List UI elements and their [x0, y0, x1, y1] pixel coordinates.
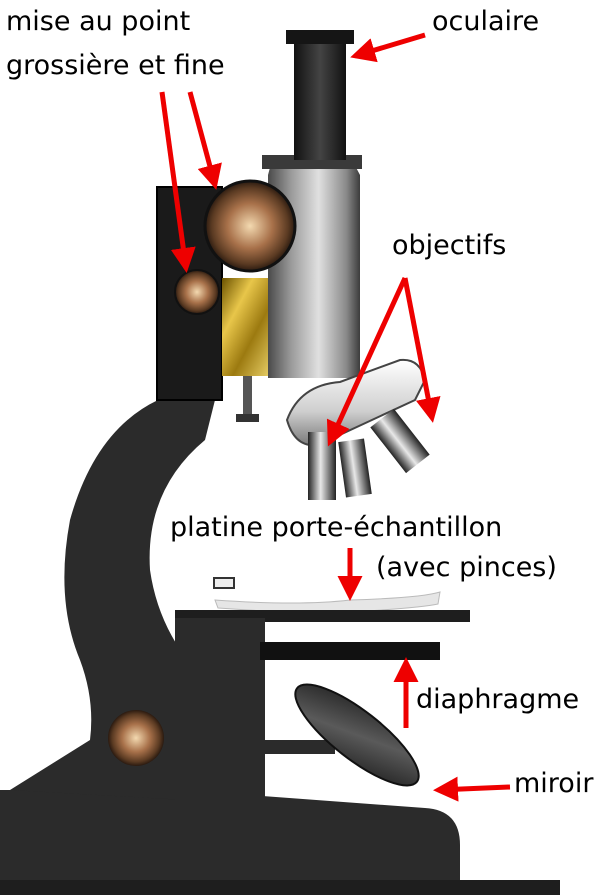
fine-focus-knob	[175, 270, 219, 314]
diaphragm-plate	[260, 642, 440, 660]
label-focus-line1: mise au point	[6, 8, 190, 35]
tilt-knob	[108, 710, 164, 766]
mirror-disc	[282, 669, 431, 800]
label-stage-line1: platine porte-échantillon	[170, 514, 502, 541]
objective-middle	[338, 438, 372, 497]
eyepiece-rim	[286, 30, 354, 44]
brass-rack	[222, 278, 274, 376]
mirror-arm	[265, 740, 335, 754]
coarse-focus-knob	[205, 181, 295, 271]
label-objectives: objectifs	[392, 232, 506, 259]
arrow-eyepiece	[355, 35, 425, 56]
focus-screw	[243, 376, 252, 418]
label-mirror: miroir	[514, 770, 593, 797]
objective-right	[370, 409, 429, 473]
label-eyepiece: oculaire	[432, 8, 539, 35]
focus-screw-head	[236, 414, 259, 422]
slide-clip	[215, 592, 440, 613]
pillar	[175, 630, 265, 800]
stage-block	[175, 618, 265, 648]
base	[0, 790, 460, 895]
label-diaphragm: diaphragme	[416, 686, 579, 713]
label-focus-line2: grossière et fine	[6, 52, 225, 79]
base-front-edge	[0, 880, 560, 895]
clip-screw	[214, 578, 234, 588]
arrow-mirror	[438, 787, 510, 790]
arrow-coarse-focus	[190, 92, 215, 185]
label-stage-line2: (avec pinces)	[376, 554, 557, 581]
eyepiece	[294, 34, 346, 160]
